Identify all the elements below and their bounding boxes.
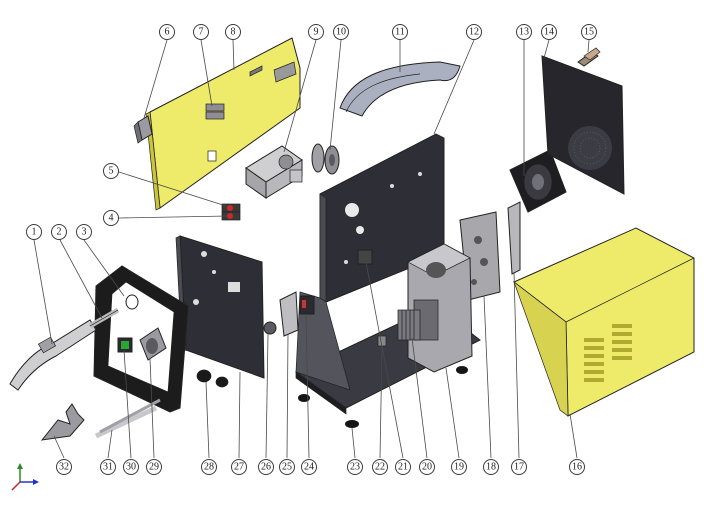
svg-text:25: 25: [282, 462, 292, 473]
callout-23: 23: [347, 459, 363, 475]
part-25-mount-bracket: [279, 291, 299, 337]
callout-29: 29: [146, 459, 162, 475]
svg-text:19: 19: [454, 462, 464, 473]
callout-24: 24: [301, 459, 317, 475]
part-30-power-switch: [117, 337, 133, 353]
xyz-axis-icon: [11, 463, 39, 491]
callout-31: 31: [100, 459, 116, 475]
callout-16: 16: [569, 459, 585, 475]
callout-15: 15: [581, 24, 597, 40]
callout-19: 19: [451, 459, 467, 475]
callout-3: 3: [76, 224, 92, 240]
callout-9: 9: [308, 24, 324, 40]
callout-13: 13: [516, 24, 532, 40]
svg-text:22: 22: [375, 462, 385, 473]
part-28-knobs: [196, 369, 229, 388]
svg-text:18: 18: [486, 462, 496, 473]
svg-text:7: 7: [199, 27, 204, 38]
svg-text:26: 26: [261, 462, 271, 473]
part-17-bracket: [507, 201, 521, 275]
svg-text:31: 31: [103, 462, 113, 473]
part-14-rear-panel: [541, 55, 625, 195]
callout-11: 11: [392, 24, 408, 40]
part-1-mig-torch: [9, 319, 97, 391]
part-21-relay: [357, 249, 373, 265]
svg-text:15: 15: [584, 27, 594, 38]
part-31-cable: [94, 398, 161, 439]
part-8-top-cover-panel: [145, 37, 301, 211]
callout-26: 26: [258, 459, 274, 475]
svg-text:11: 11: [395, 27, 405, 38]
callout-17: 17: [511, 459, 527, 475]
svg-text:2: 2: [57, 227, 62, 238]
callout-4: 4: [103, 210, 119, 226]
svg-text:20: 20: [422, 462, 432, 473]
svg-text:8: 8: [231, 27, 236, 38]
callout-2: 2: [51, 224, 67, 240]
callout-28: 28: [201, 459, 217, 475]
part-2-torch-cable: [88, 307, 120, 329]
svg-text:12: 12: [469, 27, 479, 38]
part-23-rubber-feet: [298, 366, 468, 428]
svg-text:14: 14: [544, 27, 554, 38]
part-22-screw: [377, 335, 387, 347]
part-26-knob: [263, 321, 277, 335]
callout-32: 32: [56, 459, 72, 475]
svg-text:13: 13: [519, 27, 529, 38]
callout-25: 25: [279, 459, 295, 475]
part-11-handle: [339, 61, 461, 117]
callout-21: 21: [395, 459, 411, 475]
svg-text:10: 10: [336, 27, 346, 38]
callout-18: 18: [483, 459, 499, 475]
callout-22: 22: [372, 459, 388, 475]
part-15-cord-gland: [577, 47, 601, 67]
part-19-transformer: [407, 243, 473, 373]
callout-6: 6: [159, 24, 175, 40]
part-20-coil: [397, 309, 421, 341]
part-29-euro-connector: [139, 327, 167, 361]
part-16-side-cover: [513, 227, 695, 417]
callout-5: 5: [103, 163, 119, 179]
callout-7: 7: [193, 24, 209, 40]
svg-text:17: 17: [514, 462, 524, 473]
callout-30: 30: [123, 459, 139, 475]
part-32-earth-clamp: [40, 403, 85, 441]
svg-text:27: 27: [234, 462, 244, 473]
svg-text:3: 3: [82, 227, 87, 238]
svg-text:4: 4: [109, 213, 114, 224]
svg-text:29: 29: [149, 462, 159, 473]
part-10-spool-discs: [311, 143, 340, 175]
callout-1: 1: [26, 224, 42, 240]
svg-text:23: 23: [350, 462, 360, 473]
svg-text:1: 1: [32, 227, 37, 238]
svg-text:5: 5: [109, 166, 114, 177]
part-27-front-panel: [175, 235, 265, 379]
svg-text:9: 9: [314, 27, 319, 38]
svg-text:32: 32: [59, 462, 69, 473]
part-7-hinges: [205, 103, 225, 120]
svg-text:21: 21: [398, 462, 408, 473]
svg-text:28: 28: [204, 462, 214, 473]
callout-10: 10: [333, 24, 349, 40]
part-6-bumper: [133, 115, 153, 144]
callout-27: 27: [231, 459, 247, 475]
svg-text:24: 24: [304, 462, 314, 473]
callout-8: 8: [225, 24, 241, 40]
callout-14: 14: [541, 24, 557, 40]
part-9-wire-feeder: [245, 145, 303, 199]
svg-text:6: 6: [165, 27, 170, 38]
vent-slots: [584, 324, 632, 382]
callout-20: 20: [419, 459, 435, 475]
svg-text:16: 16: [572, 462, 582, 473]
leader-lines: [33, 39, 590, 459]
callout-12: 12: [466, 24, 482, 40]
part-24-switch: [299, 295, 315, 315]
svg-text:30: 30: [126, 462, 136, 473]
